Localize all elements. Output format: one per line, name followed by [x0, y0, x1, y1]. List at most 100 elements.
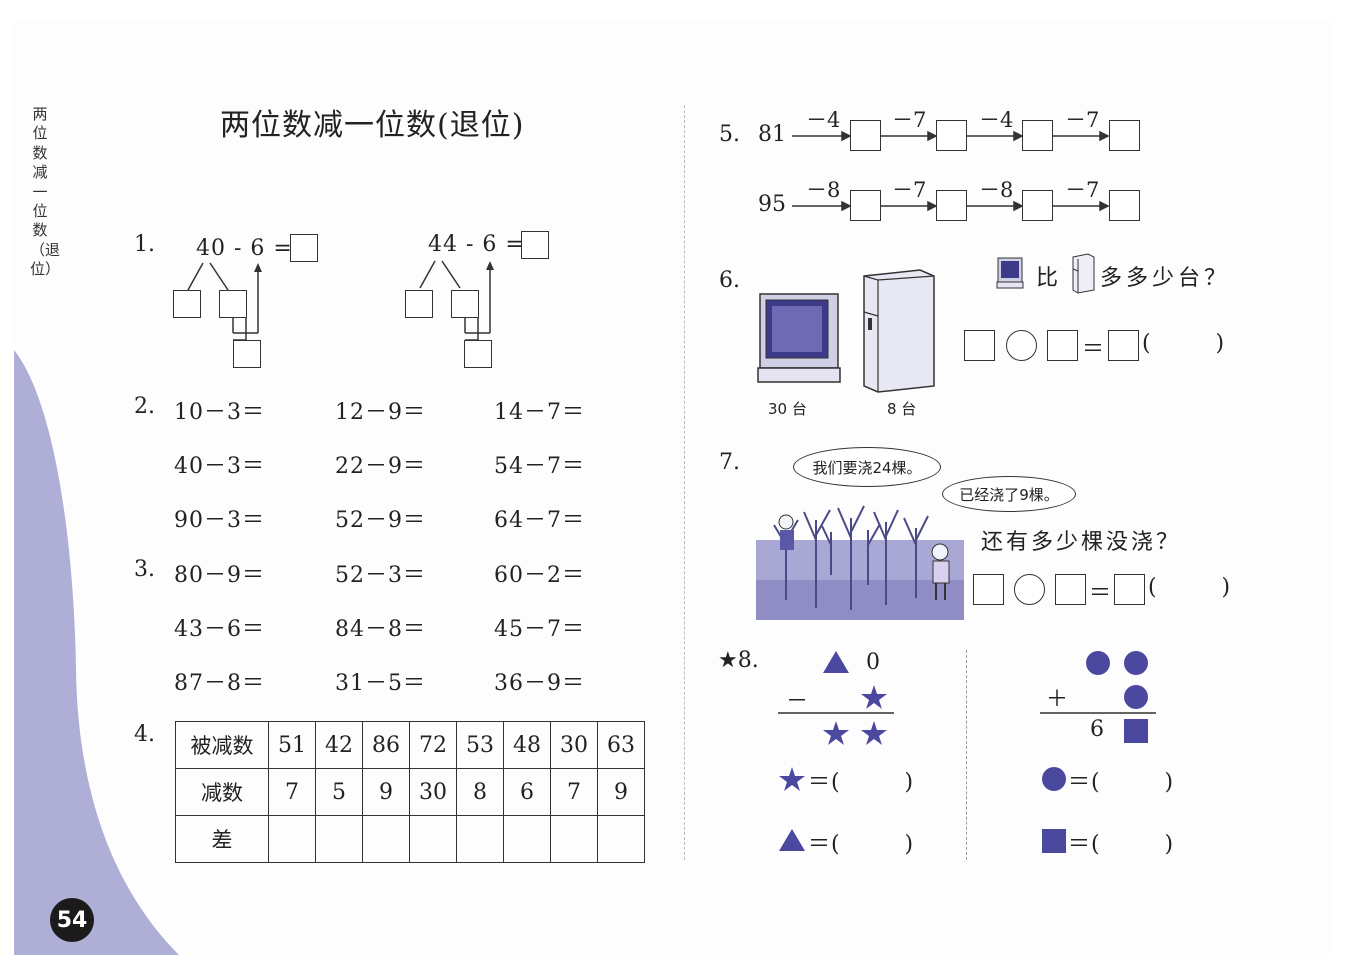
answer-cell[interactable]: [456, 815, 504, 863]
q8-right-operator: ＋: [1046, 687, 1069, 712]
q7-number: 7.: [719, 450, 740, 475]
table-cell: 9: [597, 768, 645, 816]
q1-left-answer-box[interactable]: [290, 234, 318, 262]
page-fold: [684, 105, 685, 860]
q7-operand-box-2[interactable]: [1055, 574, 1086, 605]
q1-right-split-box-1[interactable]: [405, 290, 433, 318]
q3-item: 87－8＝: [174, 671, 265, 696]
q1-left-split-box-1[interactable]: [173, 290, 201, 318]
q1-left-result-box[interactable]: [233, 340, 261, 368]
q7-equals: ＝: [1089, 581, 1113, 606]
row-header: 减数: [175, 768, 269, 816]
q1-right-result-box[interactable]: [464, 340, 492, 368]
answer-cell[interactable]: [362, 815, 410, 863]
q5-answer-box[interactable]: [1109, 190, 1140, 221]
q7-garden-illustration: [756, 505, 964, 620]
q2-number: 2.: [134, 394, 155, 419]
q5-answer-box[interactable]: [1022, 190, 1053, 221]
table-cell: 63: [597, 721, 645, 769]
q8-right-puzzle: [1040, 651, 1156, 853]
q6-unit-paren[interactable]: ( ): [1142, 331, 1226, 356]
q5-answer-box[interactable]: [1022, 120, 1053, 151]
star-icon: [861, 685, 887, 709]
q5-chain1-start: 81: [758, 122, 786, 147]
side-decoration: [14, 350, 179, 955]
q2-item: 54－7＝: [494, 454, 585, 479]
q8-circle-answer[interactable]: ＝( ): [1068, 770, 1175, 795]
q4-table: 被减数 51 42 86 72 53 48 30 63 减数 7 5 9 30 …: [175, 721, 645, 863]
q5-op: －7: [1065, 108, 1100, 132]
answer-cell[interactable]: [315, 815, 363, 863]
q5-answer-box[interactable]: [1109, 120, 1140, 151]
q3-item: 60－2＝: [494, 563, 585, 588]
answer-cell[interactable]: [268, 815, 316, 863]
q2-item: 52－9＝: [335, 508, 426, 533]
triangle-icon: [823, 651, 849, 673]
q3-item: 36－9＝: [494, 671, 585, 696]
table-cell: 30: [409, 768, 457, 816]
q2-item: 22－9＝: [335, 454, 426, 479]
table-cell: 86: [362, 721, 410, 769]
q5-op: －8: [806, 178, 841, 202]
q1-right-expression: 44 - 6 =: [428, 232, 525, 257]
q1-left-expression: 40 - 6 =: [196, 236, 293, 261]
table-cell: 7: [268, 768, 316, 816]
answer-cell[interactable]: [503, 815, 551, 863]
q3-item: 43－6＝: [174, 617, 265, 642]
table-row: 减数 7 5 9 30 8 6 7 9: [175, 768, 645, 816]
q1-right-answer-box[interactable]: [521, 231, 549, 259]
page-number: 54: [56, 907, 88, 933]
q8-square-answer[interactable]: ＝( ): [1068, 832, 1175, 857]
row-header: 差: [175, 815, 269, 863]
star-icon: [823, 721, 849, 745]
q8-right-bottom-digit: 6: [1090, 717, 1104, 742]
q8-number: ★8.: [718, 648, 759, 673]
table-row: 被减数 51 42 86 72 53 48 30 63: [175, 721, 645, 769]
tv-quantity-label: 30 台: [768, 400, 807, 418]
answer-cell[interactable]: [597, 815, 645, 863]
table-cell: 53: [456, 721, 504, 769]
fridge-small-icon: [1072, 253, 1095, 294]
fridge-quantity-label: 8 台: [887, 400, 917, 418]
q5-number: 5.: [719, 122, 740, 147]
q1-left-split-box-2[interactable]: [219, 290, 247, 318]
q7-operator-circle[interactable]: [1014, 574, 1045, 605]
square-icon: [1042, 829, 1066, 853]
q5-op: －8: [979, 178, 1014, 202]
q1-right-split-box-2[interactable]: [451, 290, 479, 318]
page-number-badge: 54: [50, 898, 94, 942]
q8-triangle-answer[interactable]: ＝( ): [808, 832, 915, 857]
q2-item: 10－3＝: [174, 400, 265, 425]
q5-answer-box[interactable]: [850, 120, 881, 151]
circle-icon: [1124, 685, 1148, 709]
q6-question-part1: 比: [1036, 266, 1059, 291]
q5-op: －7: [892, 178, 927, 202]
q8-left-puzzle: [778, 651, 894, 851]
q7-operand-box-1[interactable]: [973, 574, 1004, 605]
q5-answer-box[interactable]: [850, 190, 881, 221]
star-icon: [779, 767, 805, 791]
q2-item: 12－9＝: [335, 400, 426, 425]
q8-star-answer[interactable]: ＝( ): [808, 770, 915, 795]
side-title: 两位数减一位数（退位）: [30, 105, 61, 279]
q3-item: 84－8＝: [335, 617, 426, 642]
table-cell: 6: [503, 768, 551, 816]
q2-item: 90－3＝: [174, 508, 265, 533]
q6-operator-circle[interactable]: [1006, 330, 1037, 361]
q8-left-operator: －: [786, 689, 809, 714]
answer-cell[interactable]: [550, 815, 598, 863]
q7-unit-paren[interactable]: ( ): [1148, 575, 1232, 600]
q1-number: 1.: [134, 232, 155, 257]
table-row: 差: [175, 815, 645, 863]
q6-result-box[interactable]: [1108, 330, 1139, 361]
answer-cell[interactable]: [409, 815, 457, 863]
q5-op: －7: [1065, 178, 1100, 202]
q6-operand-box-1[interactable]: [964, 330, 995, 361]
triangle-icon: [779, 829, 805, 851]
q5-answer-box[interactable]: [936, 190, 967, 221]
q7-bubble-text-1: 我们要浇24棵。: [812, 458, 922, 477]
q5-answer-box[interactable]: [936, 120, 967, 151]
q6-operand-box-2[interactable]: [1047, 330, 1078, 361]
q7-result-box[interactable]: [1114, 574, 1145, 605]
circle-icon: [1124, 651, 1148, 675]
